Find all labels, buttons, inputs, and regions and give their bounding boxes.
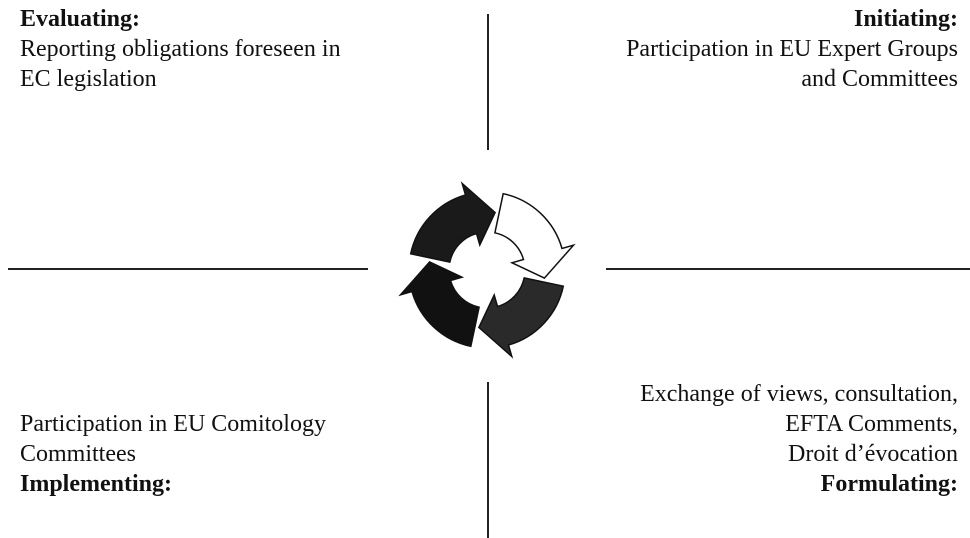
cycle-arrow-top-icon bbox=[409, 181, 497, 263]
cycle-arrows-icon bbox=[398, 181, 576, 359]
quadrant-text-line: Reporting obligations foreseen in bbox=[20, 36, 341, 62]
cycle-arrow-bottom-icon bbox=[477, 277, 565, 359]
quadrant-text-line: Committees bbox=[20, 441, 136, 467]
quadrant-text-line: EFTA Comments, bbox=[785, 411, 958, 437]
quadrant-title: Implementing: bbox=[20, 471, 172, 497]
quadrant-title: Evaluating: bbox=[20, 6, 141, 32]
quadrant-initiating: Initiating: Participation in EU Expert G… bbox=[626, 4, 958, 94]
quadrant-text-line: Exchange of views, consultation, bbox=[640, 381, 958, 407]
quadrant-formulating: Exchange of views, consultation, EFTA Co… bbox=[640, 379, 958, 499]
quadrant-text-line: EC legislation bbox=[20, 66, 157, 92]
divider-top bbox=[487, 14, 489, 150]
divider-bottom bbox=[487, 382, 489, 538]
quadrant-text-line: and Committees bbox=[801, 66, 958, 92]
divider-right bbox=[606, 268, 970, 270]
cycle-arrow-left-icon bbox=[398, 260, 480, 348]
quadrant-evaluating: Evaluating: Reporting obligations forese… bbox=[20, 4, 341, 94]
quadrant-title: Initiating: bbox=[853, 6, 958, 32]
quadrant-title: Formulating: bbox=[820, 471, 958, 497]
quadrant-implementing: Participation in EU Comitology Committee… bbox=[20, 409, 326, 499]
cycle-arrow-right-icon bbox=[494, 192, 576, 280]
quadrant-text-line: Participation in EU Expert Groups bbox=[626, 36, 958, 62]
quadrant-text-line: Droit d’évocation bbox=[788, 441, 958, 467]
divider-left bbox=[8, 268, 368, 270]
quadrant-text-line: Participation in EU Comitology bbox=[20, 411, 326, 437]
